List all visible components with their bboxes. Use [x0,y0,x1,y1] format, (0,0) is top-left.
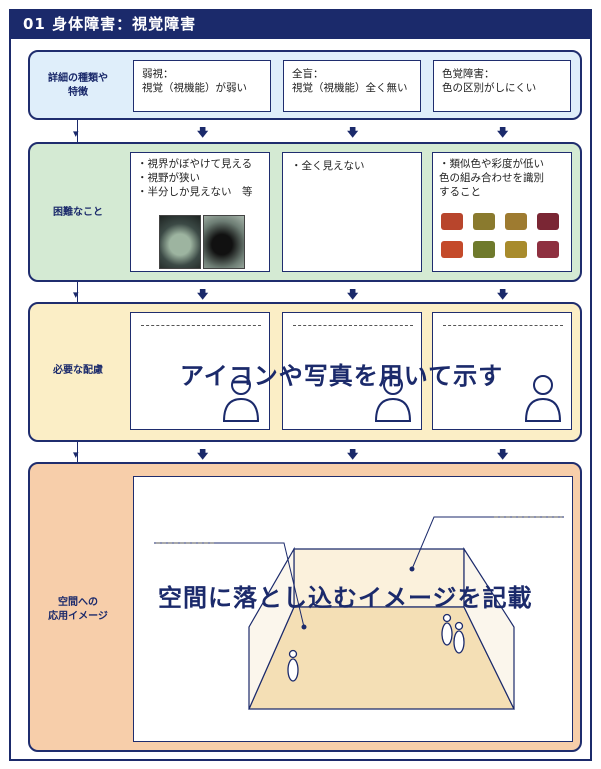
placeholder-line [141,325,261,326]
down-arrow-icon: ▾ [73,127,79,140]
application-overlay-text: 空間に落とし込むイメージを記載 [158,584,533,612]
color-sample-photo [473,213,495,230]
down-arrow-icon: 🡇 [197,288,209,301]
color-sample-photo [473,241,495,258]
standing-figure-icon [453,621,465,654]
type-cell-color-blind: 色覚障害： 色の区別がしにくい [433,60,571,112]
down-arrow-icon: 🡇 [197,448,209,461]
row-difficulties: 困難なこと ・視界がぼやけて見える ・視野が狭い ・半分しか見えない 等 ・全く… [28,142,582,282]
page-title: 01 身体障害：視覚障害 [9,9,592,39]
type-cell-low-vision: 弱視： 視覚（視機能）が弱い [133,60,271,112]
row-application-image: 空間への 応用イメージ [28,462,582,752]
flow-line [77,120,78,142]
down-arrow-icon: 🡇 [497,288,509,301]
flow-line [77,282,78,302]
row-considerations: 必要な配慮 [28,302,582,442]
color-sample-photo [505,213,527,230]
application-image-panel [133,476,573,742]
down-arrow-icon: ▾ [73,288,79,301]
placeholder-line [293,325,413,326]
blurred-vision-photo [159,215,201,269]
row-types: 詳細の種類や 特徴 弱視： 視覚（視機能）が弱い 全盲： 視覚（視機能）全く無い… [28,50,582,120]
color-sample-photo [537,241,559,258]
consideration-cell-color-blind [432,312,572,430]
row-difficulties-label: 困難なこと [53,207,103,218]
standing-figure-icon [287,649,299,682]
difficulty-cell-blind: ・全く見えない [282,152,422,272]
row-types-label: 詳細の種類や 特徴 [48,73,108,98]
person-outline-icon [524,375,562,422]
down-arrow-icon: 🡇 [497,448,509,461]
down-arrow-icon: 🡇 [197,126,209,139]
considerations-overlay-text: アイコンや写真を用いて示す [180,362,504,390]
consideration-cell-blind [282,312,422,430]
placeholder-line [443,325,563,326]
color-sample-photo [441,213,463,230]
standing-figure-icon [441,613,453,646]
down-arrow-icon: 🡇 [347,448,359,461]
person-outline-icon [374,375,412,422]
row-considerations-label: 必要な配慮 [53,365,103,376]
flow-line [77,442,78,462]
difficulty-cell-low-vision: ・視界がぼやけて見える ・視野が狭い ・半分しか見えない 等 [130,152,270,272]
central-loss-photo [203,215,245,269]
row-application-label: 空間への 応用イメージ [48,597,108,622]
down-arrow-icon: ▾ [73,448,79,461]
color-sample-photo [441,241,463,258]
difficulty-cell-color-blind: ・類似色や彩度が低い 色の組み合わせを識別 すること [432,152,572,272]
person-outline-icon [222,375,260,422]
down-arrow-icon: 🡇 [497,126,509,139]
color-sample-photo [505,241,527,258]
type-cell-blind: 全盲： 視覚（視機能）全く無い [283,60,421,112]
consideration-cell-low-vision [130,312,270,430]
color-sample-photo [537,213,559,230]
down-arrow-icon: 🡇 [347,126,359,139]
down-arrow-icon: 🡇 [347,288,359,301]
